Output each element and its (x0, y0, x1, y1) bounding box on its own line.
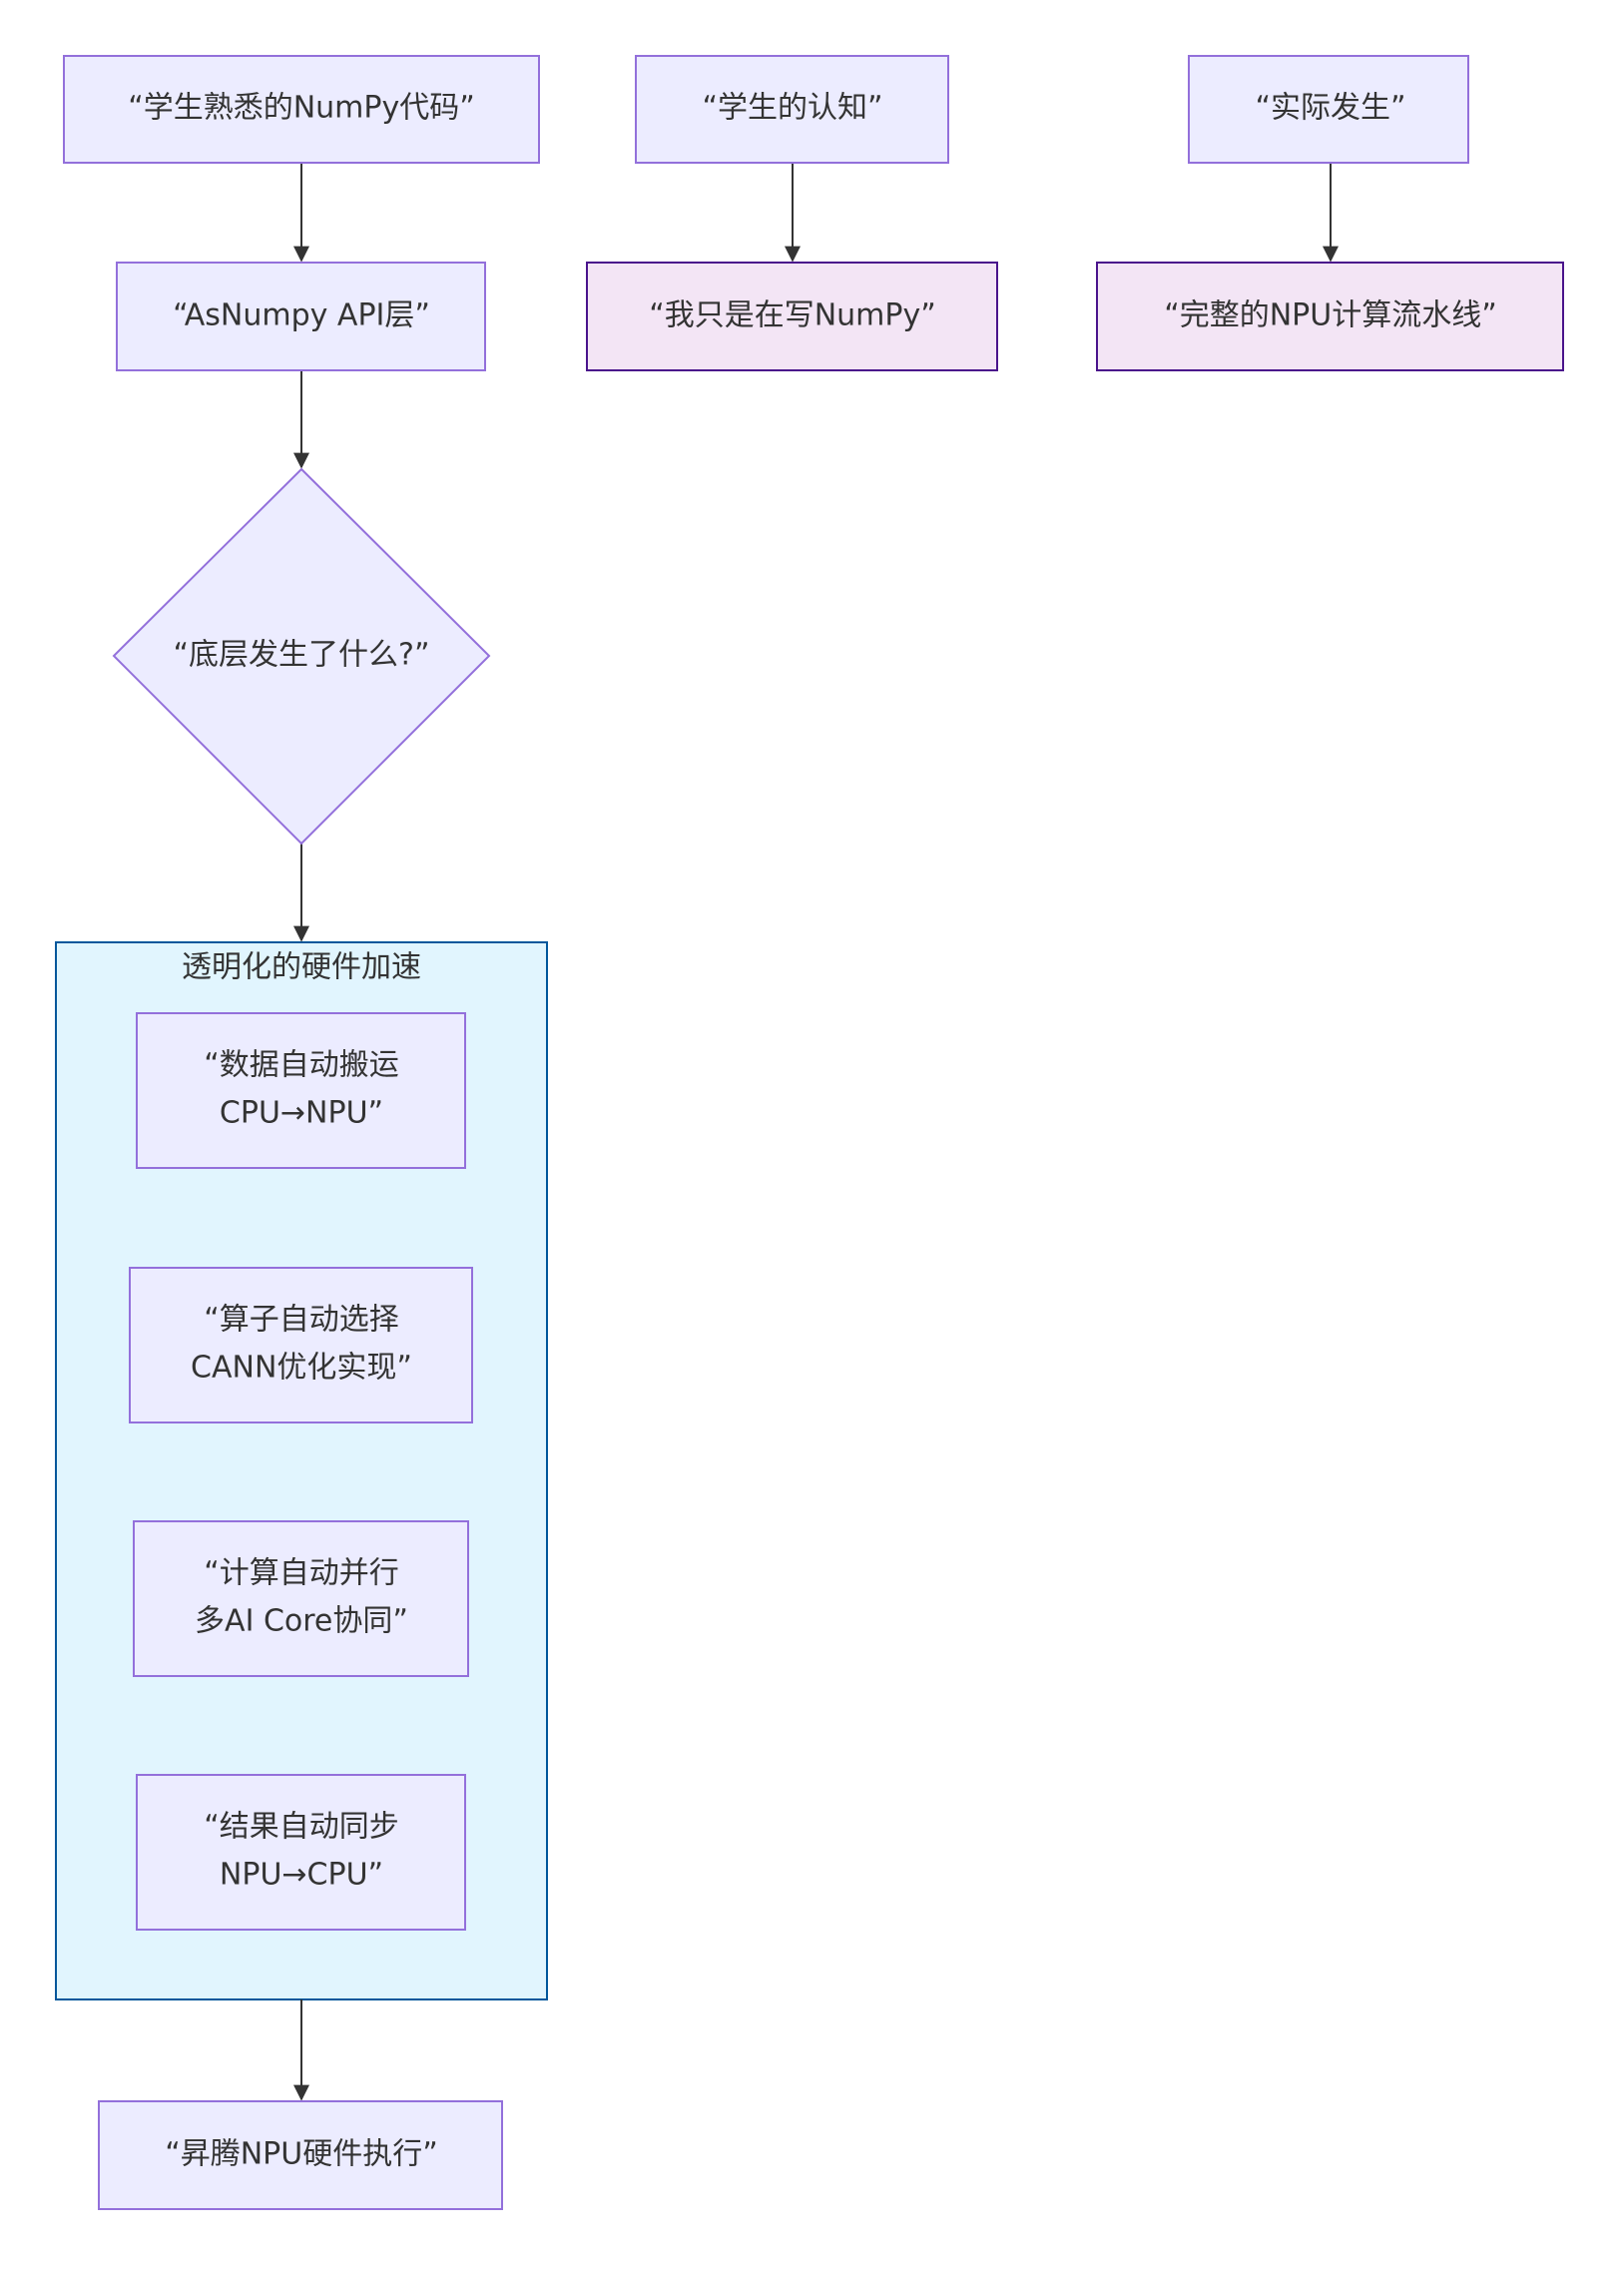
node-sync: “结果自动同步 NPU→CPU” (136, 1774, 466, 1931)
node-just-numpy-label: “我只是在写NumPy” (649, 298, 936, 333)
group-title: 透明化的硬件加速 (182, 950, 421, 985)
node-op-select-line1: “算子自动选择 (204, 1303, 399, 1338)
node-parallel-line1: “计算自动并行 (204, 1556, 399, 1591)
node-data-transfer-line2: CPU→NPU” (220, 1096, 383, 1131)
node-actually-label: “实际发生” (1255, 91, 1405, 126)
node-data-transfer-line1: “数据自动搬运 (204, 1048, 399, 1083)
node-decision-label: “底层发生了什么?” (173, 638, 429, 673)
node-parallel-line2: 多AI Core协同” (195, 1604, 408, 1639)
node-full-pipeline-label: “完整的NPU计算流水线” (1164, 298, 1497, 333)
node-numpy-code-label: “学生熟悉的NumPy代码” (128, 91, 475, 126)
node-npu-exec-label: “昇腾NPU硬件执行” (165, 2137, 438, 2172)
node-full-pipeline: “完整的NPU计算流水线” (1096, 262, 1564, 371)
node-sync-line1: “结果自动同步 (204, 1810, 399, 1845)
edges (293, 163, 1339, 2101)
node-decision: “底层发生了什么?” (112, 467, 491, 846)
node-parallel: “计算自动并行 多AI Core协同” (133, 1520, 469, 1677)
node-actually: “实际发生” (1188, 55, 1469, 164)
node-student-cognition-label: “学生的认知” (702, 91, 882, 126)
node-asnumpy-api: “AsNumpy API层” (116, 262, 486, 371)
node-op-select-line2: CANN优化实现” (191, 1351, 412, 1386)
node-op-select: “算子自动选择 CANN优化实现” (129, 1267, 473, 1423)
node-just-numpy: “我只是在写NumPy” (586, 262, 998, 371)
node-student-cognition: “学生的认知” (635, 55, 949, 164)
node-data-transfer: “数据自动搬运 CPU→NPU” (136, 1012, 466, 1169)
node-asnumpy-api-label: “AsNumpy API层” (173, 298, 430, 333)
node-numpy-code: “学生熟悉的NumPy代码” (63, 55, 540, 164)
node-npu-exec: “昇腾NPU硬件执行” (98, 2100, 503, 2210)
node-sync-line2: NPU→CPU” (220, 1858, 383, 1893)
